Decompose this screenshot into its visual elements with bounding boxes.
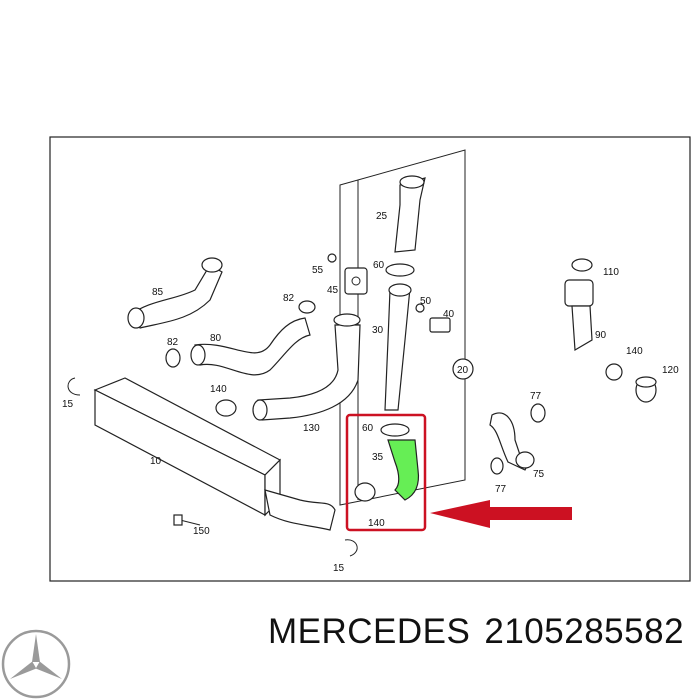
- upper-pipe-25: [394, 175, 426, 253]
- clamp-60-upper: [385, 263, 415, 277]
- sensor-45: [327, 253, 368, 295]
- vertical-pipe-30: [384, 283, 412, 411]
- callout-6: 50: [420, 296, 432, 307]
- clip-15-left: [67, 377, 81, 396]
- bolt-150: [173, 514, 201, 526]
- callout-16: 35: [372, 452, 384, 463]
- callout-7: 40: [443, 309, 455, 320]
- callout-18: 150: [193, 526, 210, 537]
- intercooler-10: [93, 377, 336, 531]
- part-number: 2105285582: [484, 612, 685, 651]
- callout-11: 20: [457, 365, 469, 376]
- highlight-box: [345, 413, 427, 532]
- pipe-90: [564, 258, 594, 352]
- pipe-80: [190, 317, 311, 376]
- o-ring-77-lower: [490, 457, 504, 475]
- o-ring-82-left: [165, 348, 181, 368]
- pipe-120: [635, 376, 657, 403]
- pointer-arrow: [430, 500, 572, 528]
- callout-26: 75: [533, 469, 545, 480]
- callout-4: 85: [152, 287, 164, 298]
- callout-2: 60: [373, 260, 385, 271]
- callout-20: 15: [333, 563, 345, 574]
- callout-14: 10: [150, 456, 162, 467]
- clip-15-bottom: [344, 539, 358, 557]
- callout-25: 77: [530, 391, 542, 402]
- pipe-75: [489, 412, 535, 471]
- brand-name: MERCEDES: [268, 612, 471, 651]
- brand-line: MERCEDES 2105285582: [268, 612, 684, 652]
- callout-3: 45: [327, 285, 339, 296]
- clamp-60-lower: [380, 423, 410, 437]
- callout-17: 140: [368, 518, 385, 529]
- callout-labels: 25 55 60 45 85 82 50 40 30 80 82 20 140 …: [62, 211, 679, 574]
- callout-13: 130: [303, 423, 320, 434]
- callout-27: 77: [495, 484, 507, 495]
- pipe-130: [252, 313, 361, 421]
- callout-0: 25: [376, 211, 388, 222]
- clamp-140-lower: [354, 482, 376, 502]
- pipe-85: [127, 257, 223, 329]
- callout-1: 55: [312, 265, 324, 276]
- part-40: [415, 303, 451, 333]
- callout-15: 60: [362, 423, 374, 434]
- clamp-140-left: [215, 399, 237, 417]
- highlighted-pipe-35: [387, 439, 420, 501]
- callout-21: 110: [603, 267, 619, 278]
- callout-5: 82: [283, 293, 295, 304]
- callout-10: 82: [167, 337, 179, 348]
- callout-22: 90: [595, 330, 607, 341]
- callout-24: 120: [662, 365, 679, 376]
- callout-9: 80: [210, 333, 222, 344]
- callout-19: 15: [62, 399, 74, 410]
- mercedes-star-icon: [1, 629, 71, 699]
- callout-23: 140: [626, 346, 643, 357]
- o-ring-77-upper: [530, 403, 546, 423]
- callout-circle-20: [452, 358, 474, 380]
- callout-8: 30: [372, 325, 384, 336]
- callout-12: 140: [210, 384, 227, 395]
- diagram-frame: [49, 136, 691, 582]
- clamp-140-right: [605, 363, 623, 381]
- o-ring-82-mid: [298, 300, 316, 314]
